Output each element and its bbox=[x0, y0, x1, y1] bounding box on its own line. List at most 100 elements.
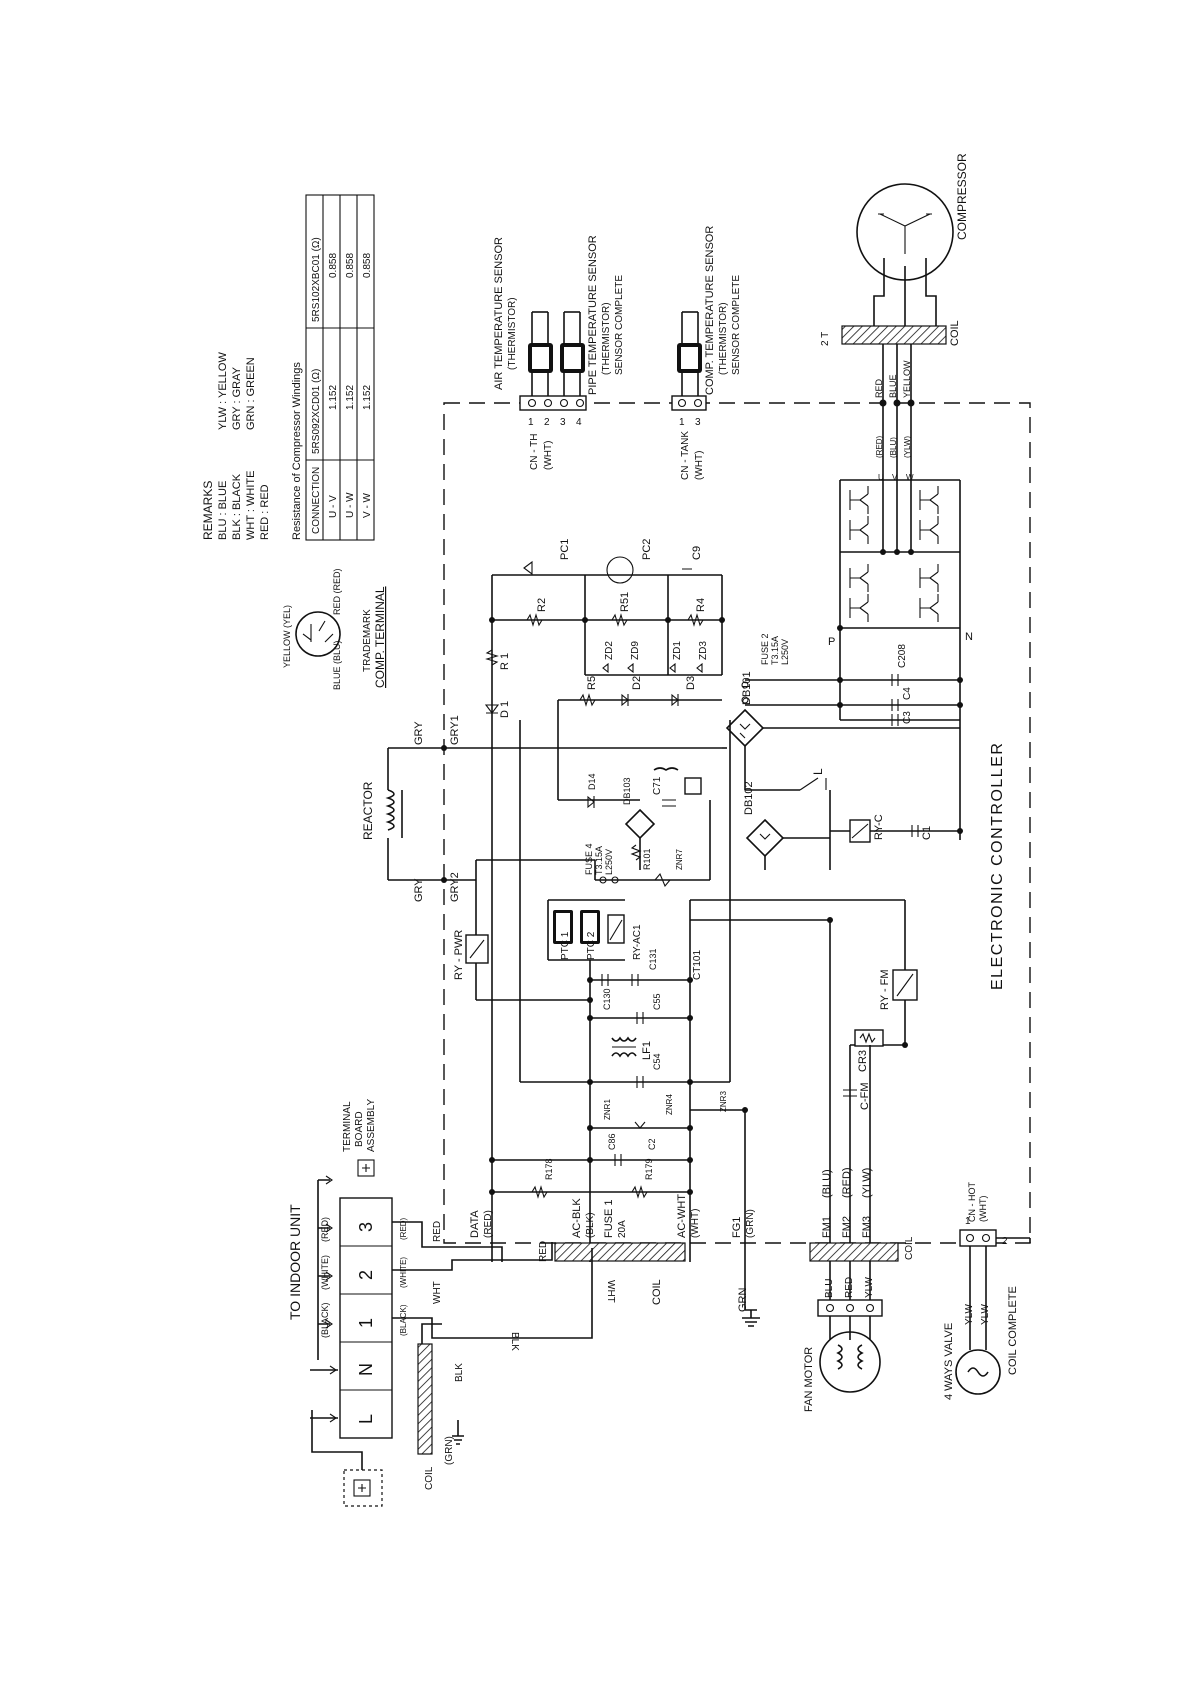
remarks-wht: WHT : WHITE bbox=[245, 471, 257, 540]
fuse2-voltage: L250V bbox=[780, 639, 790, 665]
field-wht: WHT bbox=[432, 1281, 443, 1304]
cap-c86: C86 bbox=[607, 1133, 617, 1150]
comp-terminal-trademark: TRADEMARK bbox=[362, 609, 373, 672]
zener-zd1: ZD1 bbox=[672, 641, 683, 660]
resistance-title: Resistance of Compressor Windings bbox=[291, 362, 303, 540]
fan-motor-label: FAN MOTOR bbox=[803, 1347, 815, 1412]
table-cell: U - V bbox=[328, 495, 339, 518]
conn-fm3-color: (YLW) bbox=[861, 1168, 873, 1198]
table-cell: 1.152 bbox=[345, 385, 356, 410]
cap-c3: C3 bbox=[902, 711, 913, 724]
sensor-connector-th: 1 2 3 4 CN - TH (WHT) AIR TEMPERATURE SE… bbox=[493, 235, 625, 470]
valve-ylw-2: YLW bbox=[980, 1304, 991, 1325]
wire-red-label: RED bbox=[538, 1241, 549, 1262]
compressor: 2 T COIL COMPRESSOR RED BLUE YELLOW (RED… bbox=[820, 153, 969, 525]
conn-data: DATA bbox=[469, 1210, 481, 1238]
zener-zd2: ZD2 bbox=[604, 641, 615, 660]
znr4: ZNR4 bbox=[665, 1094, 674, 1115]
tb-grn: (GRN) bbox=[444, 1436, 455, 1465]
aux-supply: DB103 C71 FUSE 4 T3.15A L250V R101 ZNR7 bbox=[476, 767, 711, 888]
fan-connectors: FM1 (BLU) FM2 (RED) FM3 (YLW) COIL BLU R… bbox=[803, 1167, 915, 1412]
phase-v: V bbox=[892, 473, 898, 482]
cr3: CR3 bbox=[857, 1050, 869, 1072]
terminal-2: 2 bbox=[356, 1270, 376, 1280]
table-cell: U - W bbox=[345, 492, 356, 518]
ct101: CT101 bbox=[692, 950, 703, 980]
rectifier-section: DB101 DB102 L RY-C C1 bbox=[722, 671, 963, 870]
terminal-l: L bbox=[356, 1414, 376, 1424]
table-cell: 1.152 bbox=[328, 385, 339, 410]
diode-d1: D 1 bbox=[499, 701, 511, 718]
conn-fm2: FM2 bbox=[841, 1216, 853, 1238]
cap-c208: C208 bbox=[897, 644, 908, 668]
term-black: (BLACK) bbox=[399, 1304, 408, 1336]
cn-th-label: CN - TH bbox=[529, 434, 540, 470]
ptc1: PTC 1 bbox=[560, 931, 571, 960]
relay-ryc: RY-C bbox=[873, 814, 885, 840]
fuse2-rating: T3.15A bbox=[770, 636, 780, 665]
comp-terminal: YELLOW (YEL) RED (RED) BLUE (BLU) TRADEM… bbox=[282, 568, 387, 690]
feedback-section: R2 R51 R4 PC1 PC2 C9 ZD2 ZD9 ZD1 ZD3 R 1… bbox=[484, 539, 725, 1243]
comp-terminal-red: RED (RED) bbox=[332, 568, 342, 615]
fan-coil: COIL bbox=[904, 1236, 915, 1260]
reactor-gry-top: GRY bbox=[413, 721, 425, 745]
field-red: RED bbox=[432, 1221, 443, 1242]
comp-sensor-label: COMP. TEMPERATURE SENSOR bbox=[704, 226, 716, 395]
controller-boundary bbox=[443, 402, 1031, 1244]
color-black: (BLACK) bbox=[320, 1302, 330, 1338]
comp-terminal-yellow: YELLOW (YEL) bbox=[282, 605, 292, 668]
fuse2-label: FUSE 2 bbox=[760, 633, 770, 665]
term-white: (WHITE) bbox=[399, 1257, 408, 1288]
tb-label-3: ASSEMBLY bbox=[366, 1099, 377, 1152]
table-cell: 1.152 bbox=[362, 385, 373, 410]
fan-wire-red: RED bbox=[844, 1277, 855, 1298]
opto-pc2: PC2 bbox=[641, 539, 653, 560]
res-r4: R4 bbox=[695, 598, 707, 612]
pin-label: 1 bbox=[679, 417, 685, 428]
table-cell: 0.858 bbox=[328, 253, 339, 278]
comp-sensor-sub2: SENSOR COMPLETE bbox=[731, 275, 742, 375]
res-r51: R51 bbox=[619, 592, 631, 612]
cap-c9: C9 bbox=[691, 546, 703, 560]
res-r101: R101 bbox=[642, 848, 652, 870]
res-r178: R178 bbox=[544, 1158, 554, 1180]
four-way-valve: 1 2 CN - HOT (WHT) YLW YLW COIL COMPLETE… bbox=[943, 1182, 1031, 1400]
comp-wire-blue: BLUE bbox=[888, 374, 898, 398]
cap-c131: C131 bbox=[648, 948, 658, 970]
air-sensor-label: AIR TEMPERATURE SENSOR bbox=[493, 237, 505, 390]
table-header-connection: CONNECTION bbox=[311, 467, 322, 534]
sensor-connector-tank: 1 3 CN - TANK (WHT) COMP. TEMPERATURE SE… bbox=[671, 226, 742, 480]
bridge-db102: DB102 bbox=[743, 781, 755, 815]
conn-fm1-color: (BLU) bbox=[821, 1169, 833, 1198]
conn-fm3: FM3 bbox=[861, 1216, 873, 1238]
field-blk: BLK bbox=[509, 1332, 520, 1351]
fan-control: RY - FM CR3 C-FM bbox=[690, 899, 918, 1243]
comp-terminal-2t: 2 T bbox=[820, 332, 831, 346]
conn-acblk: AC-BLK bbox=[571, 1198, 583, 1238]
remarks-blu: BLU : BLUE bbox=[217, 481, 229, 540]
fan-wire-blu: BLU bbox=[824, 1279, 835, 1298]
reactor-gry-bottom: GRY bbox=[413, 878, 425, 902]
pipe-sensor-sub1: (THERMISTOR) bbox=[601, 302, 612, 375]
remarks-red: RED : RED bbox=[259, 484, 271, 540]
phase-color: (BLU) bbox=[889, 437, 898, 458]
res-r1: R 1 bbox=[499, 653, 511, 670]
remarks-gry: GRY : GRAY bbox=[231, 366, 243, 430]
wire-wht-label: WHT bbox=[605, 1280, 616, 1303]
pipe-sensor-sub2: SENSOR COMPLETE bbox=[614, 275, 625, 375]
diode-d3: D3 bbox=[685, 676, 697, 690]
remarks-grn: GRN : GREEN bbox=[245, 357, 257, 430]
relay-rypwr: RY - PWR bbox=[453, 930, 465, 980]
terminal-n: N bbox=[356, 1363, 376, 1376]
reactor-gry1: GRY1 bbox=[449, 715, 461, 745]
comp-terminal-blue: BLUE (BLU) bbox=[332, 640, 342, 690]
inductor-lf1: LF1 bbox=[641, 1041, 653, 1060]
res-r2: R2 bbox=[536, 598, 548, 612]
table-header-model2: 5RS102XBC01 (Ω) bbox=[311, 237, 322, 322]
diode-d14: D14 bbox=[587, 773, 597, 790]
table-cell: V - W bbox=[362, 492, 373, 518]
cap-cfm: C-FM bbox=[859, 1083, 871, 1111]
dc-bus: C208 C4 C3 FUSE 2 T3.15A L250V bbox=[741, 628, 963, 840]
board-label: ELECTRONIC CONTROLLER bbox=[989, 742, 1006, 990]
cnhot-pin1: 1 bbox=[965, 1216, 971, 1227]
